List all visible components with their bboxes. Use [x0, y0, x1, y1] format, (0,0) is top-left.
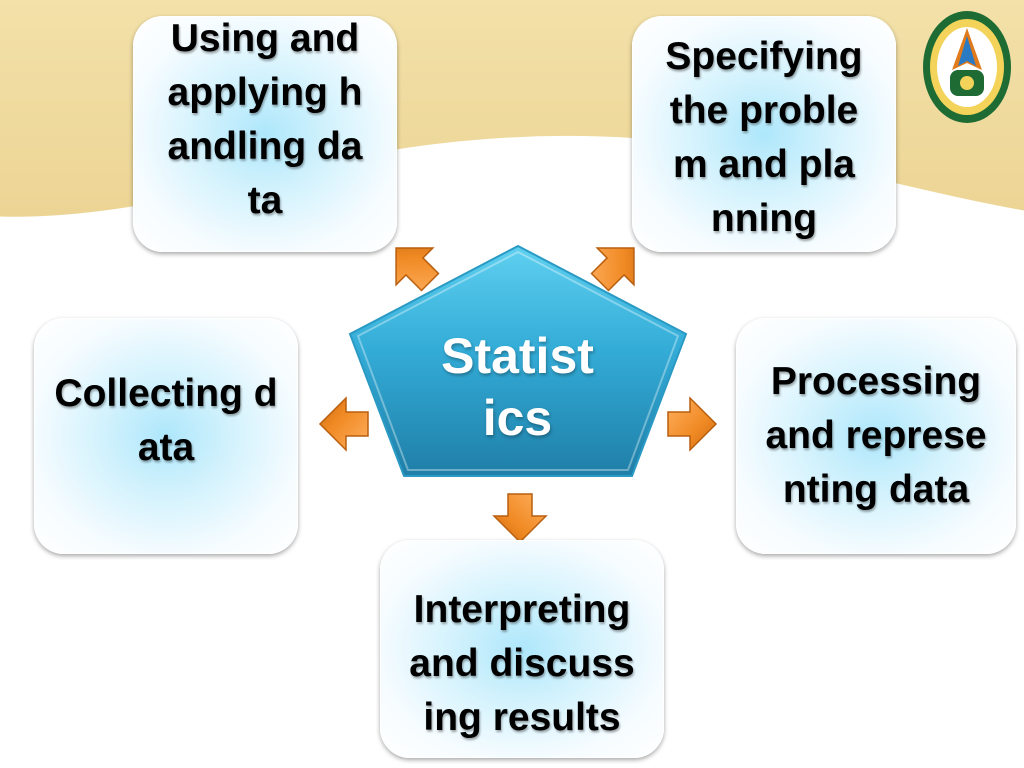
- box-collecting-label: Collecting data: [54, 372, 278, 469]
- arrow-to-collecting-icon: [319, 397, 369, 451]
- box-specifying-problem: Specifying the problem and planning: [632, 16, 896, 252]
- box-processing-label: Processing and representing data: [765, 360, 987, 511]
- center-label: Statist ics: [441, 328, 594, 446]
- arrow-to-interpreting-icon: [493, 493, 547, 543]
- arrow-to-processing-icon: [667, 397, 717, 451]
- box-using-label: Using and applying handling data: [167, 17, 363, 222]
- box-specifying-label: Specifying the problem and planning: [665, 35, 863, 240]
- box-processing-data: Processing and representing data: [736, 318, 1016, 554]
- box-interpreting-label: Interpreting and discussing results: [409, 588, 635, 739]
- university-seal-icon: [923, 11, 1011, 123]
- box-collecting-data: Collecting data: [34, 318, 298, 554]
- box-using-and-applying: Using and applying handling data: [133, 16, 397, 252]
- box-interpreting-results: Interpreting and discussing results: [380, 540, 664, 758]
